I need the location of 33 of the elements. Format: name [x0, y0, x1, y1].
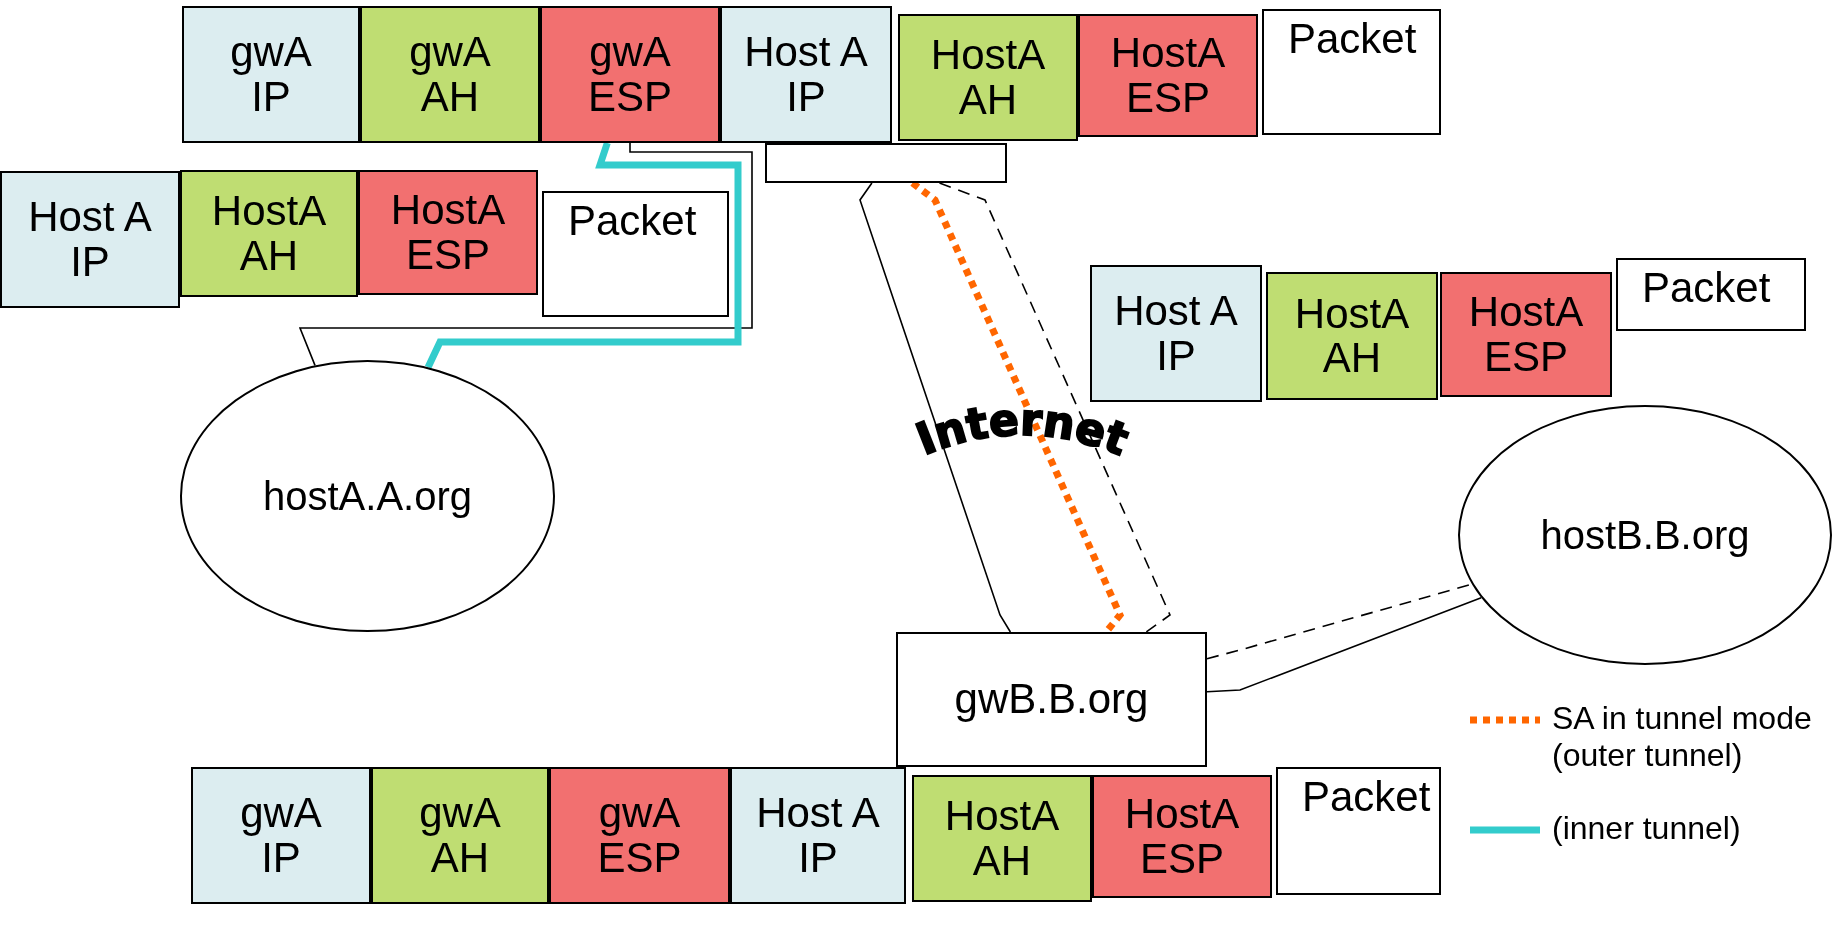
- ah-header-box: HostA AH: [898, 14, 1078, 141]
- packet-box: Packet: [1276, 767, 1441, 895]
- link-line: [859, 182, 1012, 633]
- packet-box: Packet: [1262, 9, 1441, 135]
- esp-header-box: HostA ESP: [1092, 775, 1272, 898]
- ip-header-box: Host A IP: [1090, 265, 1262, 402]
- ah-header-box: HostA AH: [912, 775, 1092, 902]
- esp-header-box: HostA ESP: [358, 170, 538, 295]
- legend-text: SA in tunnel mode (outer tunnel): [1552, 700, 1813, 774]
- legend-text: (inner tunnel): [1552, 810, 1742, 847]
- ah-header-box: HostA AH: [1266, 272, 1438, 400]
- host-ellipse: hostA.A.org: [180, 360, 555, 632]
- ip-header-box: Host A IP: [720, 6, 892, 143]
- link-line: [1206, 596, 1482, 693]
- ah-header-box: HostA AH: [180, 170, 358, 297]
- gateway-box: gwB.B.org: [896, 632, 1207, 767]
- packet-box: Packet: [1616, 258, 1806, 331]
- packet-box: Packet: [542, 191, 729, 317]
- esp-header-box: HostA ESP: [1078, 14, 1258, 137]
- ip-header-box: gwA IP: [182, 6, 360, 143]
- esp-header-box: gwA ESP: [549, 767, 730, 904]
- ip-header-box: Host A IP: [730, 767, 906, 904]
- esp-header-box: HostA ESP: [1440, 272, 1612, 397]
- ah-header-box: gwA AH: [360, 6, 540, 143]
- link-line: [298, 142, 753, 367]
- ip-header-box: Host A IP: [0, 171, 180, 308]
- gateway-box: [765, 143, 1007, 183]
- esp-header-box: gwA ESP: [540, 6, 720, 143]
- link-line: [938, 182, 1171, 633]
- link-line: [424, 141, 742, 369]
- ip-header-box: gwA IP: [191, 767, 371, 904]
- host-ellipse: hostB.B.org: [1458, 405, 1832, 665]
- ah-header-box: gwA AH: [371, 767, 549, 904]
